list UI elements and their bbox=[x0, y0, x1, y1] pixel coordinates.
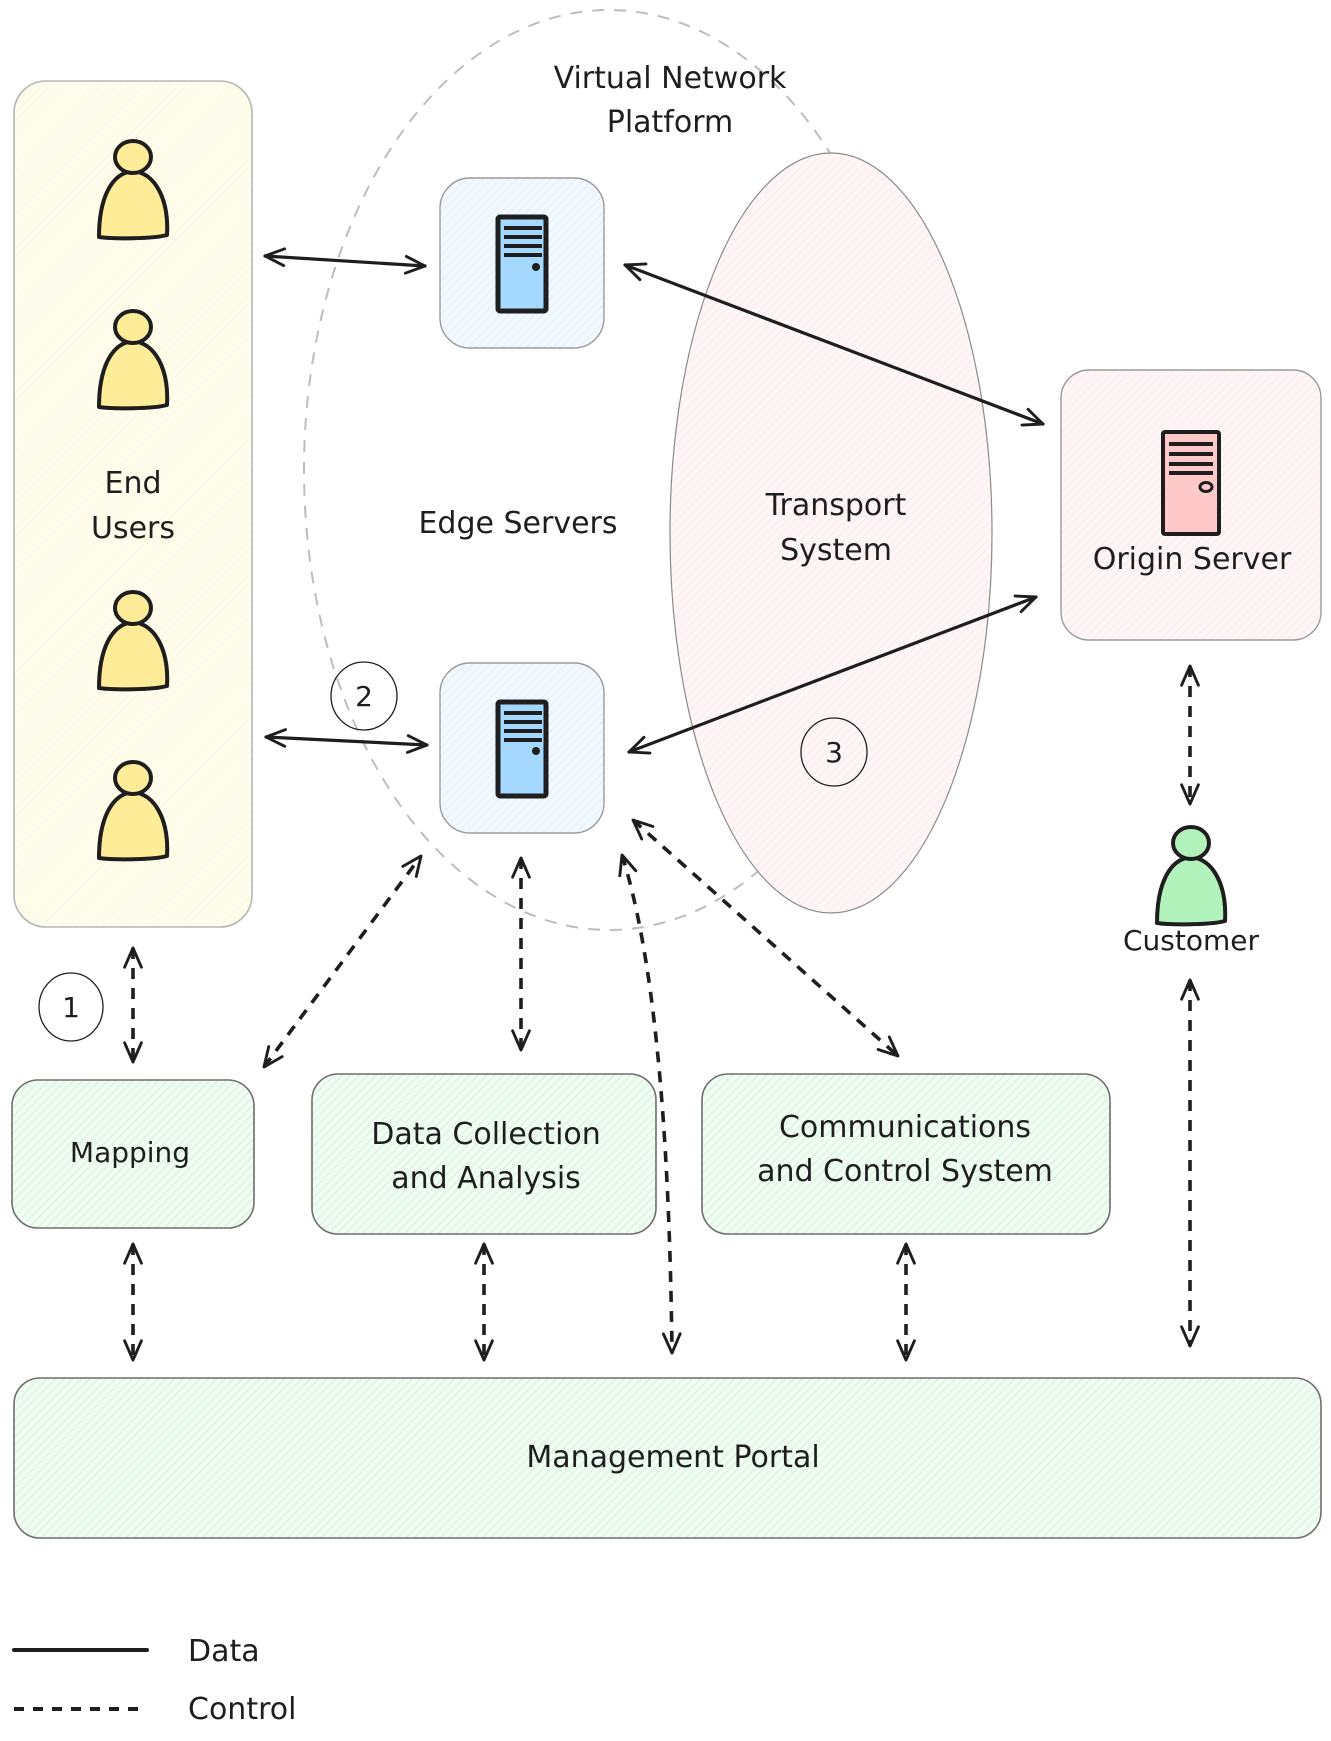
edge-users-to-edge-bottom bbox=[264, 728, 429, 754]
svg-text:1: 1 bbox=[62, 991, 80, 1024]
transport-system-label-line1: Transport bbox=[765, 488, 907, 523]
svg-text:2: 2 bbox=[355, 680, 373, 713]
end-users-label-line1: End bbox=[104, 466, 161, 501]
communications-and-control-system[interactable]: Communications and Control System bbox=[701, 1073, 1111, 1235]
end-users-label-line2: Users bbox=[91, 511, 175, 546]
data-collection-label-line2: and Analysis bbox=[391, 1161, 581, 1196]
origin-server[interactable]: Origin Server bbox=[1060, 369, 1322, 641]
person-icon bbox=[1155, 825, 1228, 927]
origin-server-label: Origin Server bbox=[1093, 542, 1292, 577]
server-icon bbox=[495, 214, 549, 314]
edge-users-to-edge-top bbox=[263, 247, 427, 275]
edge-mapping-to-edge-bottom bbox=[262, 854, 423, 1069]
legend-control-label: Control bbox=[188, 1692, 296, 1727]
step-badge-2: 2 bbox=[330, 661, 398, 731]
comms-control-label-line1: Communications bbox=[779, 1110, 1031, 1145]
edge-servers-label: Edge Servers bbox=[418, 506, 617, 541]
virtual-network-platform-label-line2: Platform bbox=[607, 105, 734, 140]
server-icon bbox=[1161, 430, 1221, 536]
edge-origin-to-edge-bottom bbox=[627, 594, 1038, 755]
virtual-network-platform-label-line1: Virtual Network bbox=[554, 61, 787, 96]
end-users-group[interactable]: End Users bbox=[13, 80, 253, 928]
edge-server-top[interactable] bbox=[439, 177, 605, 349]
svg-text:3: 3 bbox=[825, 736, 843, 769]
legend: Data Control bbox=[12, 1634, 296, 1727]
data-collection-and-analysis[interactable]: Data Collection and Analysis bbox=[311, 1073, 657, 1235]
comms-control-label-line2: and Control System bbox=[757, 1154, 1053, 1189]
edge-server-bottom[interactable] bbox=[439, 662, 605, 834]
legend-data-label: Data bbox=[188, 1634, 260, 1669]
control-edges bbox=[123, 664, 1200, 1362]
data-edges bbox=[263, 247, 1045, 755]
mapping-label: Mapping bbox=[70, 1136, 190, 1169]
management-portal[interactable]: Management Portal bbox=[13, 1377, 1322, 1539]
data-collection-label-line1: Data Collection bbox=[371, 1117, 601, 1152]
server-icon bbox=[495, 699, 549, 799]
customer[interactable]: Customer bbox=[1123, 825, 1259, 957]
mapping[interactable]: Mapping bbox=[11, 1079, 255, 1229]
management-portal-label: Management Portal bbox=[526, 1440, 819, 1475]
step-badge-1: 1 bbox=[38, 972, 104, 1042]
customer-label: Customer bbox=[1123, 924, 1259, 957]
transport-system-label-line2: System bbox=[780, 533, 892, 568]
edge-edge-top-to-origin bbox=[623, 262, 1045, 427]
